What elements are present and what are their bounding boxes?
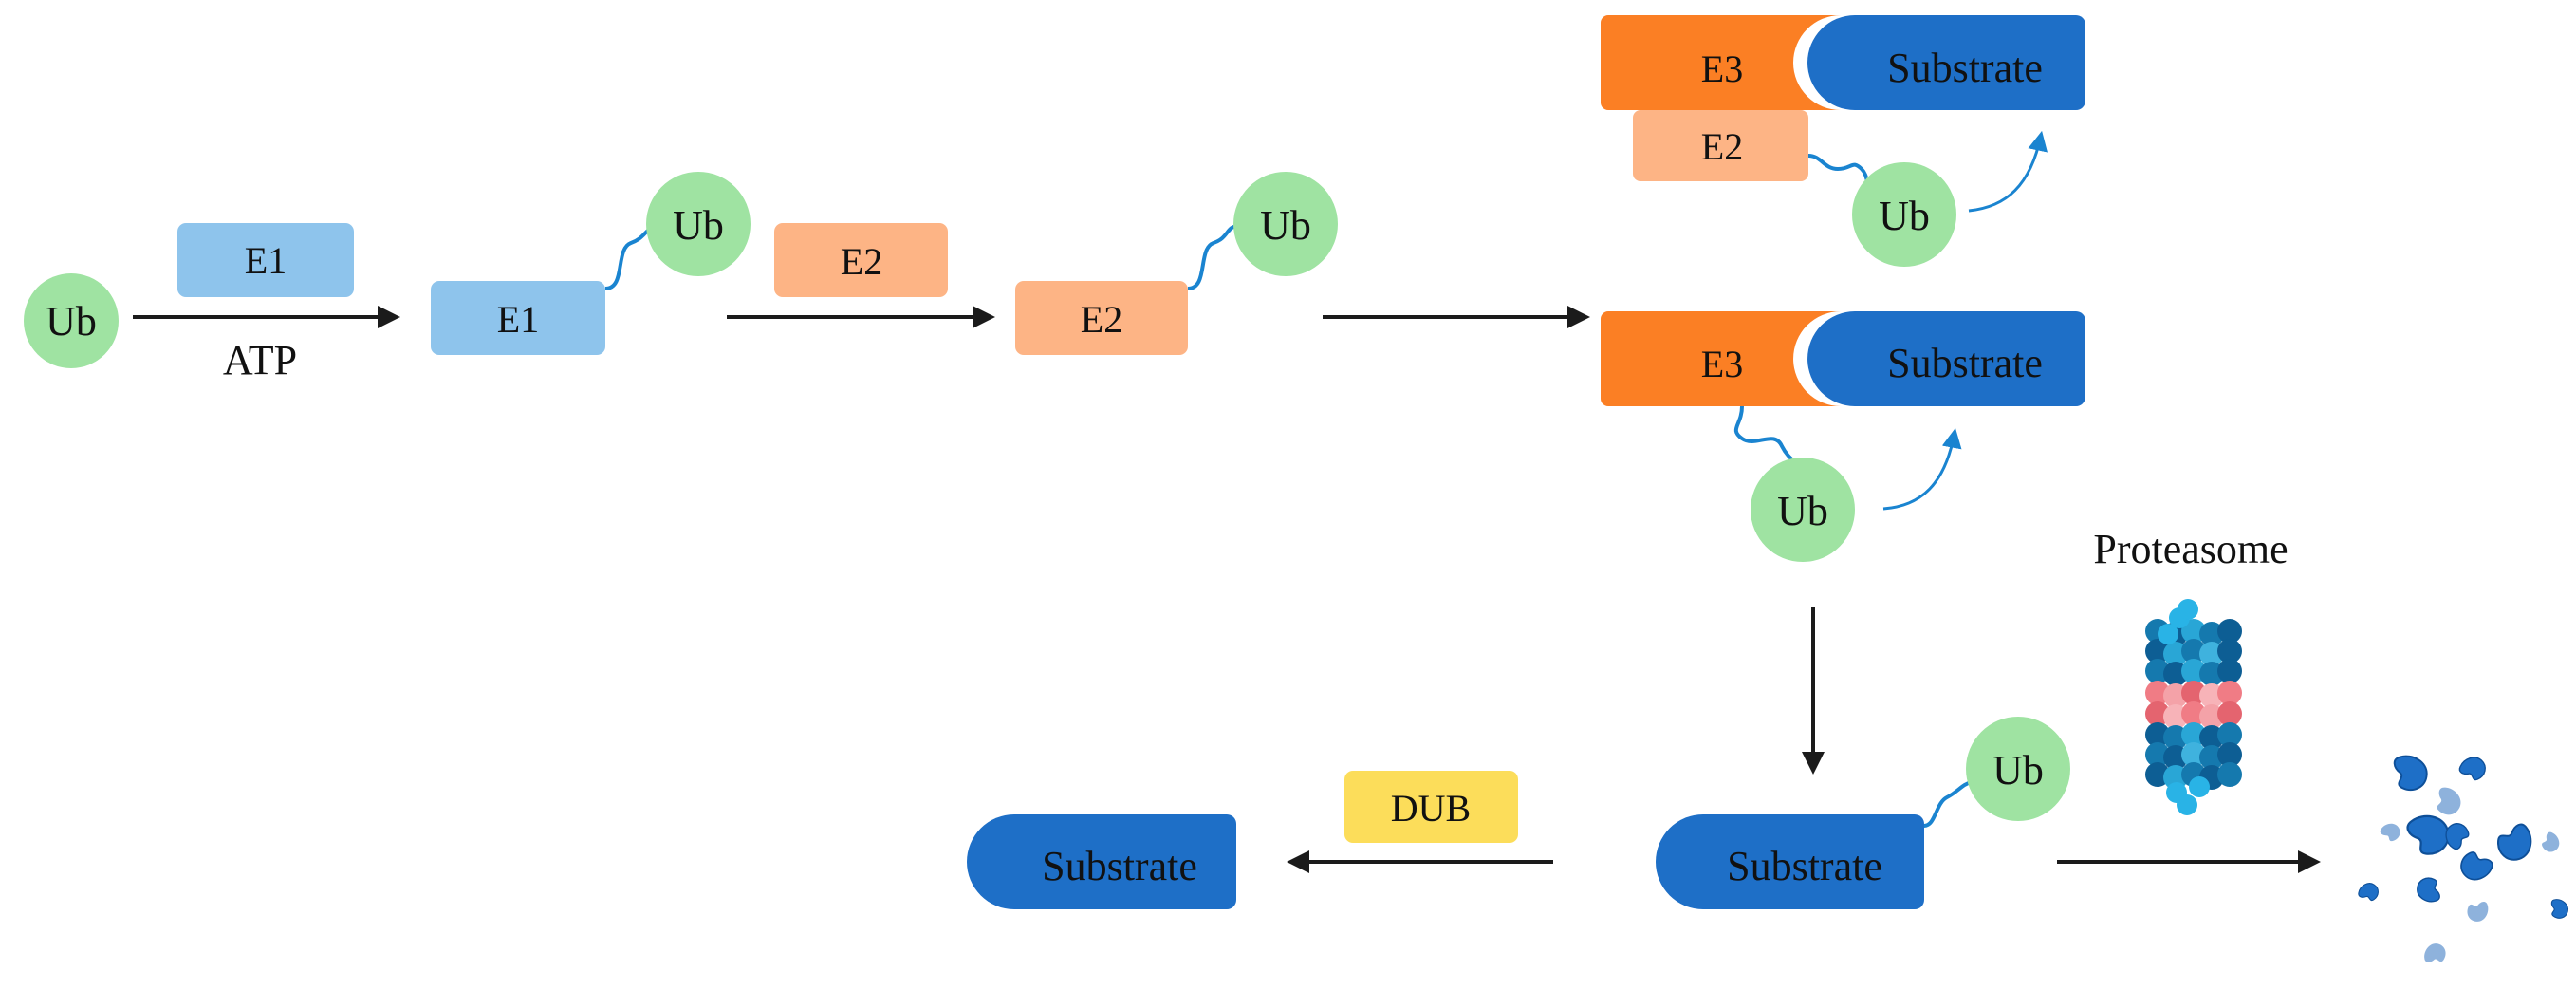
e3-substrate-complex-hect: E3 Substrate Ub [1601,311,2085,562]
e2-ub-complex: E2 Ub [1015,172,1338,355]
svg-text:E3: E3 [1701,47,1743,90]
svg-text:Ub: Ub [1879,193,1930,239]
svg-text:E2: E2 [841,240,882,283]
proteasome-label: Proteasome [2093,526,2288,572]
e1-enzyme-over-arrow: E1 [177,223,354,297]
free-substrate: Substrate [967,814,1236,909]
svg-text:Ub: Ub [46,298,97,345]
svg-text:Substrate: Substrate [1042,843,1197,889]
dub-enzyme: DUB [1344,771,1518,843]
svg-text:Substrate: Substrate [1727,843,1882,889]
svg-text:E2: E2 [1701,125,1743,168]
atp-label: ATP [223,337,297,383]
svg-text:E2: E2 [1081,298,1122,341]
peptide-fragments-icon [2358,755,2569,962]
linker-e3-ub [1733,405,1800,467]
svg-text:E1: E1 [245,239,287,282]
proteasome-icon [2145,599,2242,815]
linker-substrate-ub [1923,780,1973,828]
svg-text:E1: E1 [497,298,539,341]
svg-text:Ub: Ub [673,202,724,249]
e3-substrate-complex-ring: E3 Substrate E2 Ub [1601,15,2085,267]
svg-text:DUB: DUB [1391,787,1471,830]
transfer-arrow-top [1968,130,2048,213]
svg-text:Substrate: Substrate [1887,340,2043,386]
e1-ub-complex: E1 Ub [431,172,751,355]
svg-text:Ub: Ub [1260,202,1311,249]
free-ub: Ub [24,273,119,368]
svg-text:Substrate: Substrate [1887,45,2043,91]
ubiquitinated-substrate: Substrate Ub [1656,717,2070,909]
transfer-arrow-bottom [1882,427,1962,511]
svg-text:E3: E3 [1701,343,1743,385]
svg-text:Ub: Ub [1992,747,2044,794]
e2-enzyme-over-arrow: E2 [774,223,948,297]
linker-e2-ub [1187,224,1240,290]
svg-text:Ub: Ub [1777,488,1828,534]
